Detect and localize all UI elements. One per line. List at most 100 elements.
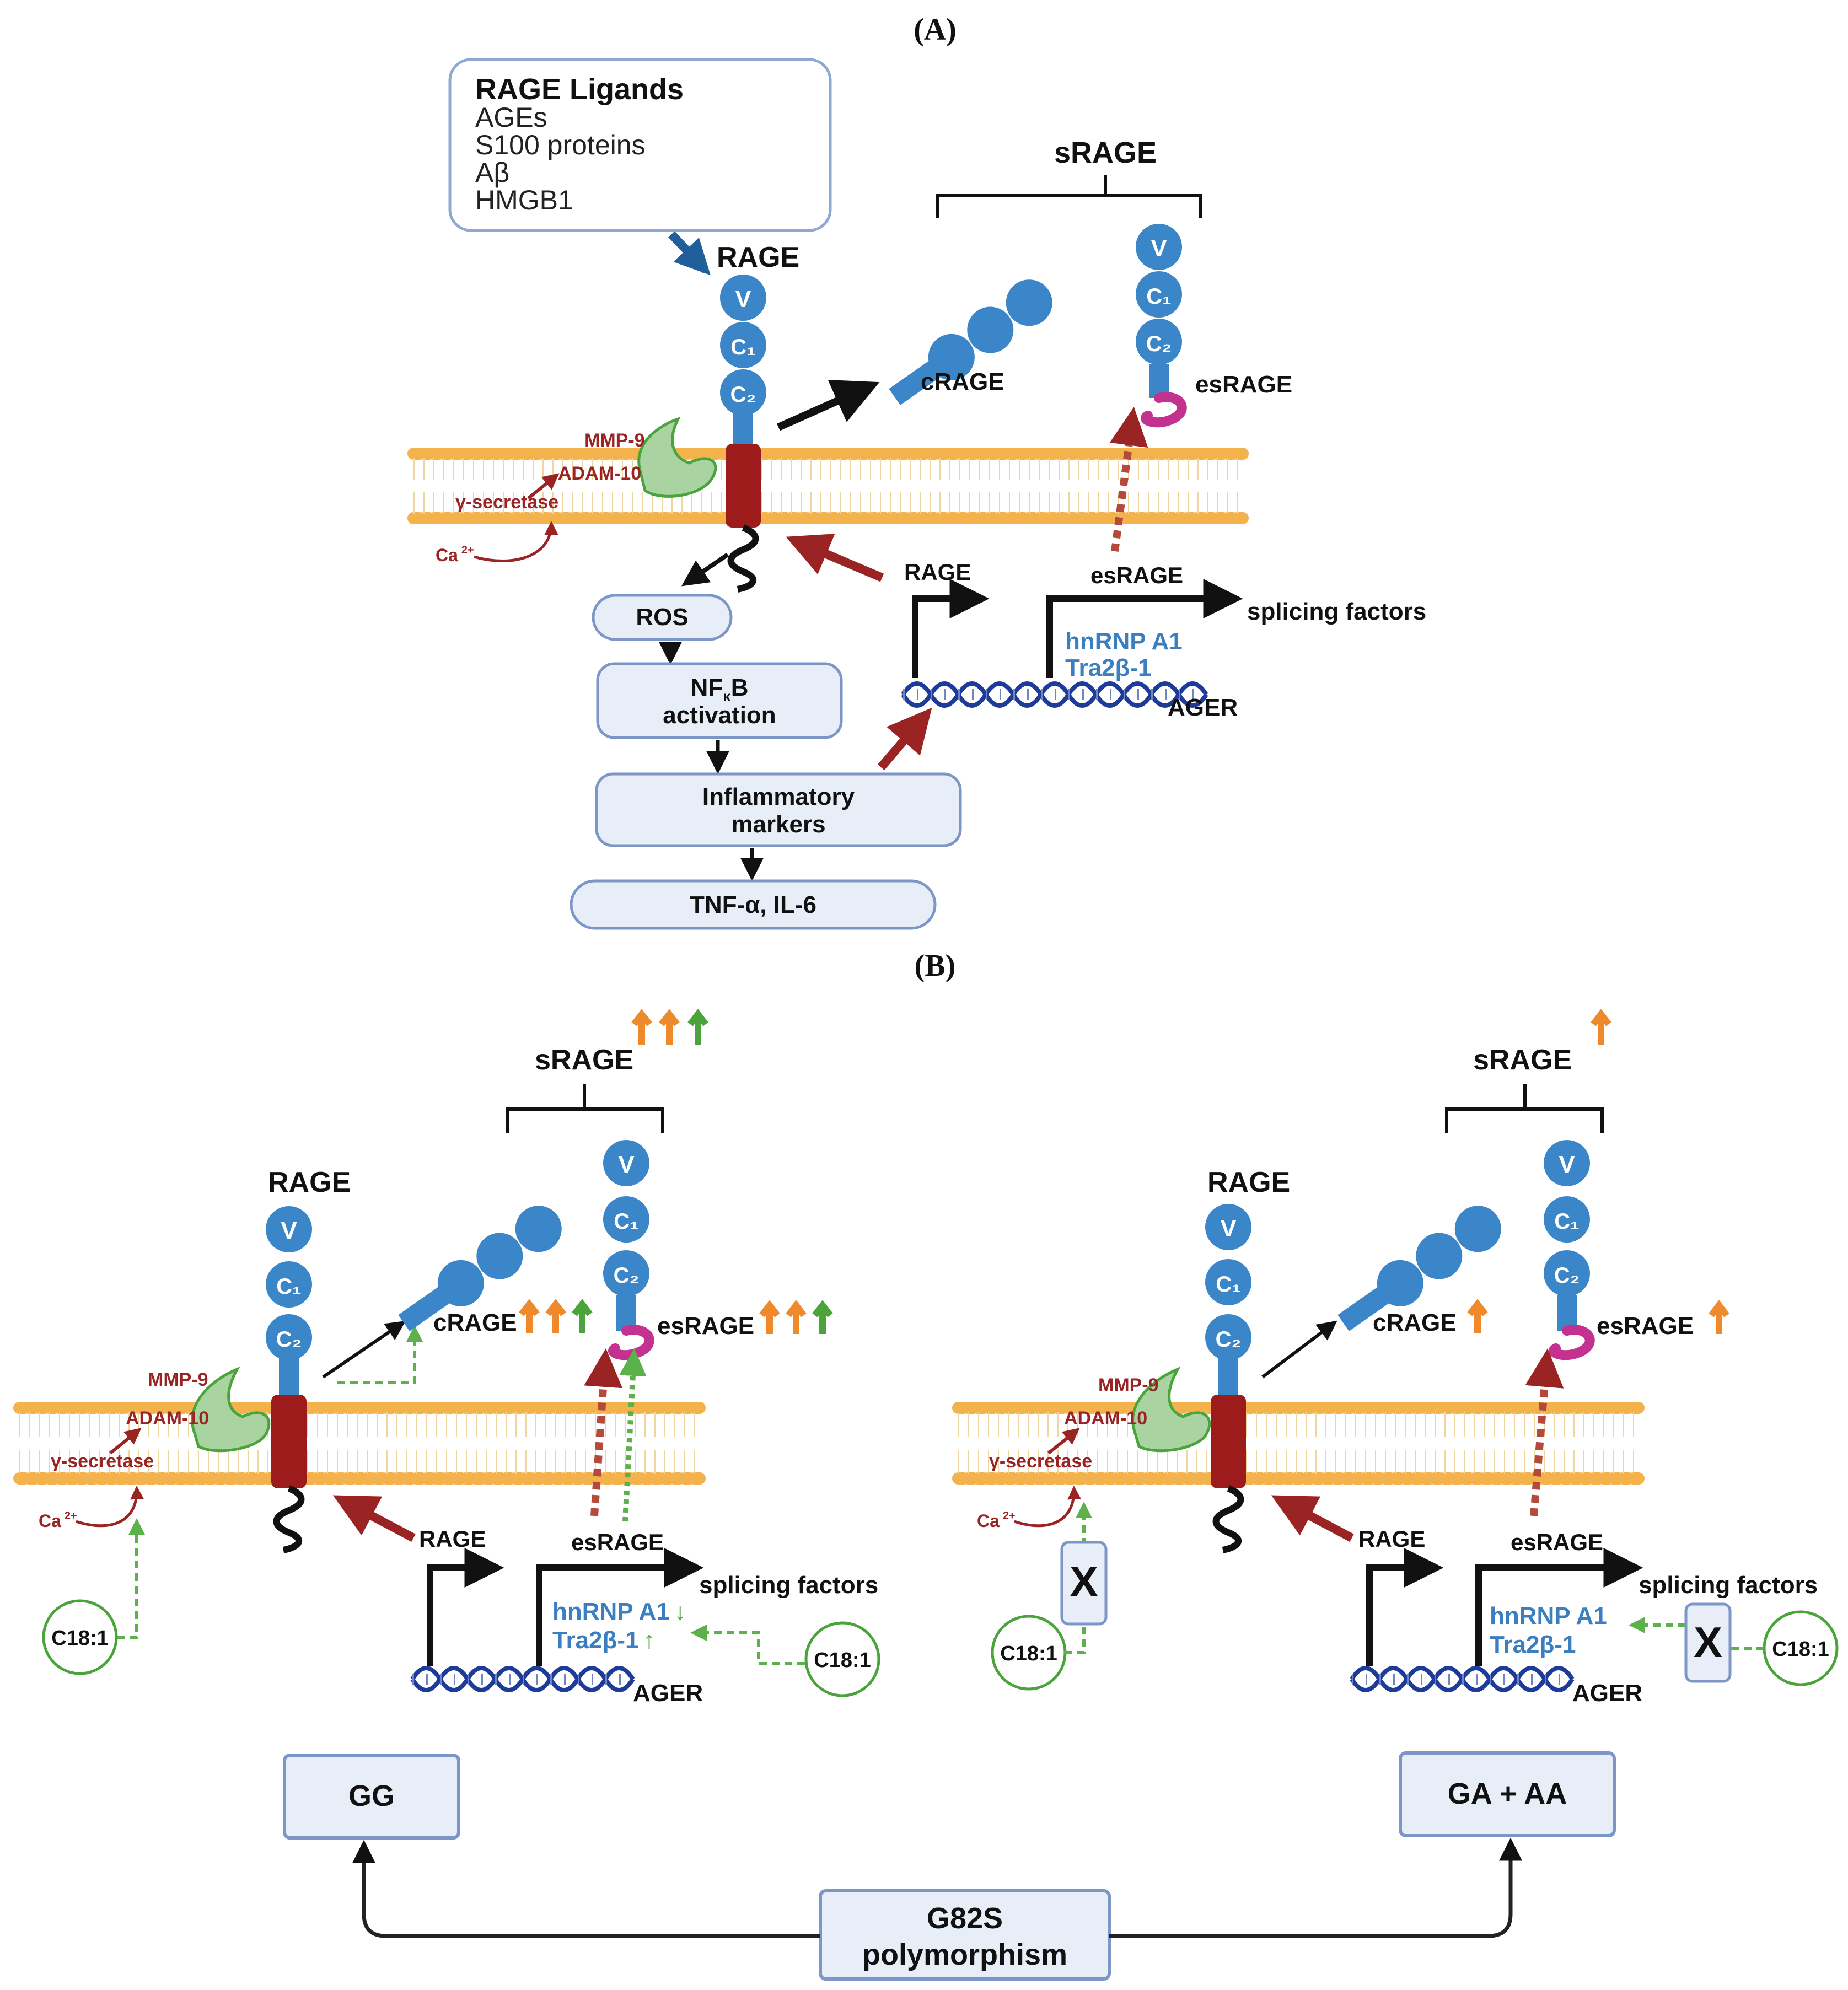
panel-b-label: (B) bbox=[915, 949, 956, 983]
enzyme-mmp9-a: MMP-9 bbox=[584, 430, 645, 451]
ligands-box bbox=[448, 58, 832, 232]
splicing-factors-label-b-left: splicing factors bbox=[699, 1572, 878, 1599]
c18-label-right-1: C18:1 bbox=[1000, 1642, 1057, 1665]
gene-rage-label-a: RAGE bbox=[904, 559, 971, 585]
enzyme-mmp9-b-left: MMP-9 bbox=[148, 1369, 208, 1390]
gene-to-receptor-arrow-b-left bbox=[332, 1495, 416, 1542]
ager-label-a: AGER bbox=[1168, 694, 1238, 721]
srage-label-b-right: sRAGE bbox=[1473, 1044, 1572, 1076]
genotype-gg-box bbox=[283, 1754, 460, 1840]
esrage-domain-c2-b-left: C₂ bbox=[614, 1263, 640, 1288]
esrage-domain-v-b-right: V bbox=[1559, 1151, 1575, 1178]
c18-to-splicing-arrow-right bbox=[1632, 1625, 1764, 1650]
srage-bracket-b-left bbox=[506, 1084, 664, 1133]
rage-receptor-b-right bbox=[1205, 1204, 1251, 1553]
enzyme-mmp9-b-right: MMP-9 bbox=[1098, 1375, 1159, 1396]
c18-label-left-1: C18:1 bbox=[51, 1627, 109, 1650]
inflammatory-box bbox=[595, 772, 962, 847]
shedding-arrow-a bbox=[777, 380, 880, 431]
sheddase-enzyme-b-right bbox=[1131, 1367, 1211, 1453]
factor-hnrnp-b-left: hnRNP A1↓ bbox=[552, 1598, 686, 1625]
dna-helix-a bbox=[901, 681, 1208, 708]
enzyme-gamma-secretase-b-right: γ-secretase bbox=[989, 1451, 1092, 1472]
panel-a-label: (A) bbox=[914, 13, 957, 47]
enzyme-adam10-b-right: ADAM-10 bbox=[1064, 1408, 1147, 1429]
c18-shedding-arrow-left bbox=[337, 1325, 423, 1384]
c18-to-splicing-arrow-left bbox=[690, 1625, 805, 1665]
crage-b-left bbox=[398, 1206, 562, 1331]
domain-c2-a: C₂ bbox=[730, 383, 756, 407]
factor-tra2b-a: Tra2β-1 bbox=[1065, 654, 1152, 681]
factor-tra2b-b-right: Tra2β-1 bbox=[1490, 1631, 1576, 1658]
gene-to-receptor-arrow-a bbox=[786, 534, 884, 582]
block-box-right-2 bbox=[1684, 1602, 1732, 1683]
c18-circle-left-2 bbox=[804, 1621, 880, 1697]
inflammatory-label-1: Inflammatory bbox=[702, 783, 855, 810]
ligands-title: RAGE Ligands bbox=[475, 73, 684, 106]
ligand-abeta: Aβ bbox=[475, 157, 509, 188]
esrage-secretion-arrow-b-left bbox=[584, 1348, 623, 1516]
crage-label-b-left: cRAGE bbox=[433, 1309, 517, 1336]
domain-c2-b-left: C₂ bbox=[276, 1327, 302, 1352]
enzyme-gamma-secretase-b-left: γ-secretase bbox=[51, 1451, 154, 1472]
c18-circle-left-1 bbox=[42, 1599, 118, 1675]
esrage-green-arrow-b-left bbox=[619, 1348, 647, 1522]
rage-label-a: RAGE bbox=[717, 241, 799, 273]
ligand-s100: S100 proteins bbox=[475, 130, 646, 160]
crage-label-b-right: cRAGE bbox=[1373, 1309, 1457, 1336]
crage-b-right bbox=[1337, 1206, 1501, 1331]
rage-promoter-arrow-a bbox=[912, 579, 990, 678]
factor-tra2b-b-left: Tra2β-1↑ bbox=[552, 1627, 656, 1654]
ager-label-b-left: AGER bbox=[633, 1680, 703, 1707]
genotype-gg-label: GG bbox=[348, 1779, 395, 1812]
esrage-domain-c1-a: C₁ bbox=[1146, 284, 1171, 309]
srage-label-a: sRAGE bbox=[1054, 136, 1157, 169]
membrane-a bbox=[407, 448, 1252, 524]
domain-c1-a: C₁ bbox=[730, 335, 755, 359]
gene-rage-label-b-right: RAGE bbox=[1358, 1526, 1425, 1552]
esrage-secretion-arrow-a bbox=[1109, 407, 1148, 552]
polymorphism-label-1: G82S bbox=[927, 1902, 1003, 1935]
block-x-right-2: X bbox=[1694, 1618, 1722, 1666]
rage-label-b-right: RAGE bbox=[1207, 1166, 1290, 1198]
calcium-arrow-b-right bbox=[1014, 1486, 1082, 1528]
block-x-right-1: X bbox=[1070, 1557, 1098, 1606]
c18-label-right-2: C18:1 bbox=[1772, 1638, 1829, 1661]
shedding-arrow-b-right bbox=[1261, 1320, 1337, 1379]
tnf-box bbox=[570, 879, 937, 930]
rage-promoter-arrow-b-right bbox=[1366, 1548, 1444, 1666]
dna-helix-b-left bbox=[410, 1666, 635, 1692]
membrane-b-right bbox=[952, 1402, 1645, 1485]
secretase-adam-arrow-b-left bbox=[109, 1428, 142, 1455]
nfkb-box bbox=[596, 662, 843, 739]
enzyme-gamma-secretase-a: γ-secretase bbox=[455, 492, 558, 513]
srage-up-orange-left bbox=[631, 1009, 680, 1045]
esrage-label-a: esRAGE bbox=[1195, 371, 1292, 398]
crage-label-a: cRAGE bbox=[921, 368, 1004, 395]
sheddase-enzyme-a bbox=[637, 416, 717, 498]
esrage-domain-c2-a: C₂ bbox=[1146, 332, 1172, 356]
genotype-ga-aa-label: GA + AA bbox=[1448, 1777, 1567, 1810]
esrage-b-right bbox=[1544, 1140, 1595, 1360]
ros-box bbox=[592, 594, 733, 641]
shedding-arrow-b-left bbox=[322, 1320, 406, 1379]
esrage-domain-v-b-left: V bbox=[618, 1151, 635, 1178]
ros-label: ROS bbox=[636, 604, 688, 631]
esrage-label-b-left: esRAGE bbox=[657, 1313, 754, 1340]
genotype-ga-aa-box bbox=[1399, 1751, 1616, 1837]
esrage-domain-v-a: V bbox=[1151, 235, 1167, 262]
esrage-up-orange-left bbox=[759, 1300, 807, 1334]
domain-v-a: V bbox=[735, 286, 751, 313]
polymorphism-to-gg-arrow bbox=[352, 1840, 820, 1938]
calcium-arrow-a bbox=[474, 521, 558, 562]
splicing-factors-label-a: splicing factors bbox=[1247, 598, 1426, 625]
srage-bracket-a bbox=[936, 175, 1202, 218]
esrage-up-green-left bbox=[812, 1300, 833, 1334]
inflammatory-to-gene-arrow bbox=[877, 707, 932, 771]
gene-to-receptor-arrow-b-right bbox=[1271, 1495, 1354, 1542]
gene-esrage-label-a: esRAGE bbox=[1090, 562, 1183, 588]
ager-label-b-right: AGER bbox=[1572, 1680, 1642, 1707]
